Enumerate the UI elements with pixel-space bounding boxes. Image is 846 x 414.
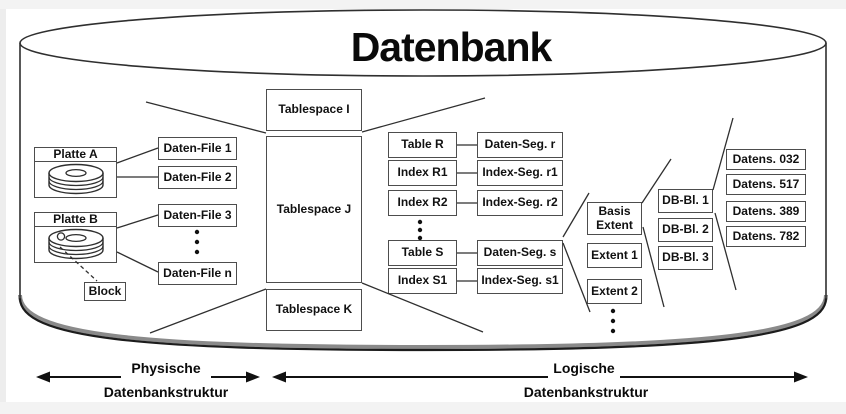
data-file-3-box: Daten-File 3	[158, 204, 237, 227]
block-box: Block	[84, 282, 126, 301]
data-file-2-box: Daten-File 2	[158, 166, 237, 189]
index-seg-r1-box: Index-Seg. r1	[477, 160, 563, 186]
extent-2-box: Extent 2	[587, 279, 642, 304]
data-file-n-box: Daten-File n	[158, 262, 237, 285]
record-032-box: Datens. 032	[726, 149, 806, 170]
index-r2-box: Index R2	[388, 190, 457, 216]
disk-platte-b: Platte B	[34, 212, 117, 263]
physical-structure-label-line1: Physische	[131, 360, 201, 376]
table-s-box: Table S	[388, 240, 457, 266]
tablespace-i-box: Tablespace I	[266, 89, 362, 131]
index-s1-box: Index S1	[388, 268, 457, 294]
disk-platter-icon	[47, 228, 104, 260]
db-block-2-box: DB-Bl. 2	[658, 218, 713, 242]
physical-structure-arrow	[36, 371, 260, 383]
extent-1-box: Extent 1	[587, 243, 642, 268]
tablespace-j-box: Tablespace J	[266, 136, 362, 283]
cylinder-bottom-shadow	[18, 294, 828, 350]
page-margin-left	[0, 0, 6, 414]
diagram-title: Datenbank	[350, 23, 553, 70]
disk-platte-a-label: Platte A	[35, 147, 116, 162]
daten-seg-s-box: Daten-Seg. s	[477, 240, 563, 266]
physical-structure-label-line2: Datenbankstruktur	[103, 384, 229, 400]
disk-platter-icon	[47, 163, 104, 195]
logical-structure-arrow	[272, 371, 808, 383]
index-seg-s1-box: Index-Seg. s1	[477, 268, 563, 294]
cylinder-top-ellipse	[19, 9, 827, 77]
logical-structure-label-line2: Datenbankstruktur	[523, 384, 649, 400]
daten-seg-r-box: Daten-Seg. r	[477, 132, 563, 158]
page-margin-top	[0, 0, 846, 9]
record-389-box: Datens. 389	[726, 201, 806, 222]
block-marker-icon	[56, 232, 65, 241]
basis-extent-box: Basis Extent	[587, 202, 642, 235]
cylinder-bottom-rim	[18, 297, 828, 352]
disk-platte-a: Platte A	[34, 147, 117, 198]
index-r1-box: Index R1	[388, 160, 457, 186]
logical-structure-label-line1: Logische	[553, 360, 615, 376]
tablespace-k-box: Tablespace K	[266, 289, 362, 331]
record-517-box: Datens. 517	[726, 174, 806, 195]
data-file-1-box: Daten-File 1	[158, 137, 237, 160]
page-margin-bottom	[0, 402, 846, 414]
index-seg-r2-box: Index-Seg. r2	[477, 190, 563, 216]
table-r-box: Table R	[388, 132, 457, 158]
db-block-3-box: DB-Bl. 3	[658, 246, 713, 270]
disk-platte-b-label: Platte B	[35, 212, 116, 227]
db-block-1-box: DB-Bl. 1	[658, 189, 713, 213]
record-782-box: Datens. 782	[726, 226, 806, 247]
